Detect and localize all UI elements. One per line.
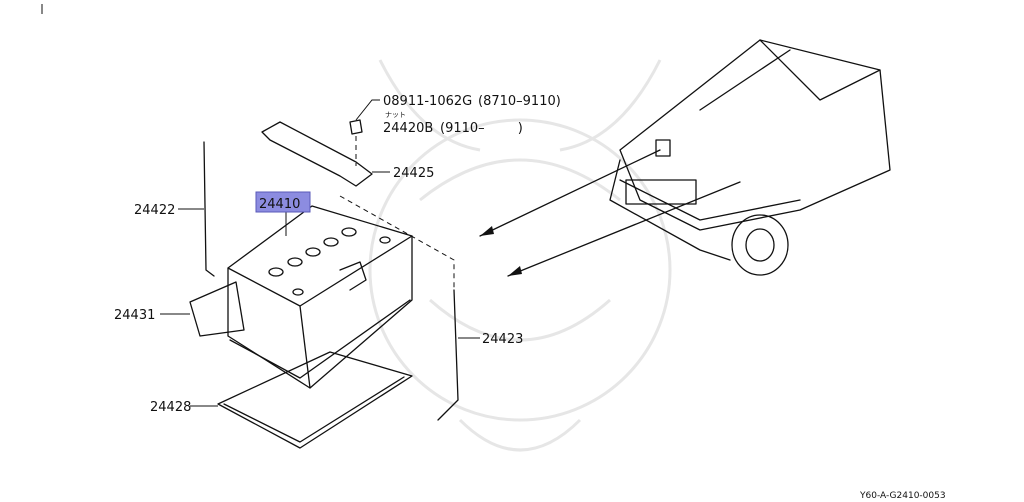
callout-rod-right[interactable]: 24423 (482, 332, 523, 347)
callout-bracket[interactable]: 24431 (114, 308, 155, 323)
arrows (479, 149, 741, 277)
leader-lines (160, 99, 480, 407)
dashed-guide (339, 136, 455, 290)
callout-hold-down-rod[interactable]: 24422 (134, 203, 175, 218)
nut-drawing (349, 119, 363, 135)
nut-name: ナット (385, 111, 406, 119)
callout-tray[interactable]: 24428 (150, 400, 191, 415)
watermark-logo (368, 59, 672, 452)
callout-nut-1[interactable]: 08911-1062G (383, 94, 472, 109)
callout-clamp[interactable]: 24425 (393, 166, 434, 181)
rod-left-drawing (203, 141, 215, 277)
vehicle-drawing (609, 39, 891, 276)
tray-inner (223, 376, 405, 443)
battery-highlight (255, 191, 311, 213)
battery-caps (268, 227, 391, 296)
callout-nut-2-range: (9110– ) (440, 121, 523, 136)
bracket-drawing (189, 281, 245, 337)
rod-right-drawing (437, 289, 459, 421)
tray-drawing (217, 351, 413, 449)
battery-drawing (227, 205, 413, 389)
callout-nut-2[interactable]: 24420B (383, 121, 433, 136)
callout-nut-1-range: (8710–9110) (478, 94, 561, 109)
clamp-drawing (261, 121, 373, 187)
figure-code: Y60-A-G2410-0053 (859, 491, 946, 501)
callout-battery[interactable]: 24410 (259, 197, 300, 212)
